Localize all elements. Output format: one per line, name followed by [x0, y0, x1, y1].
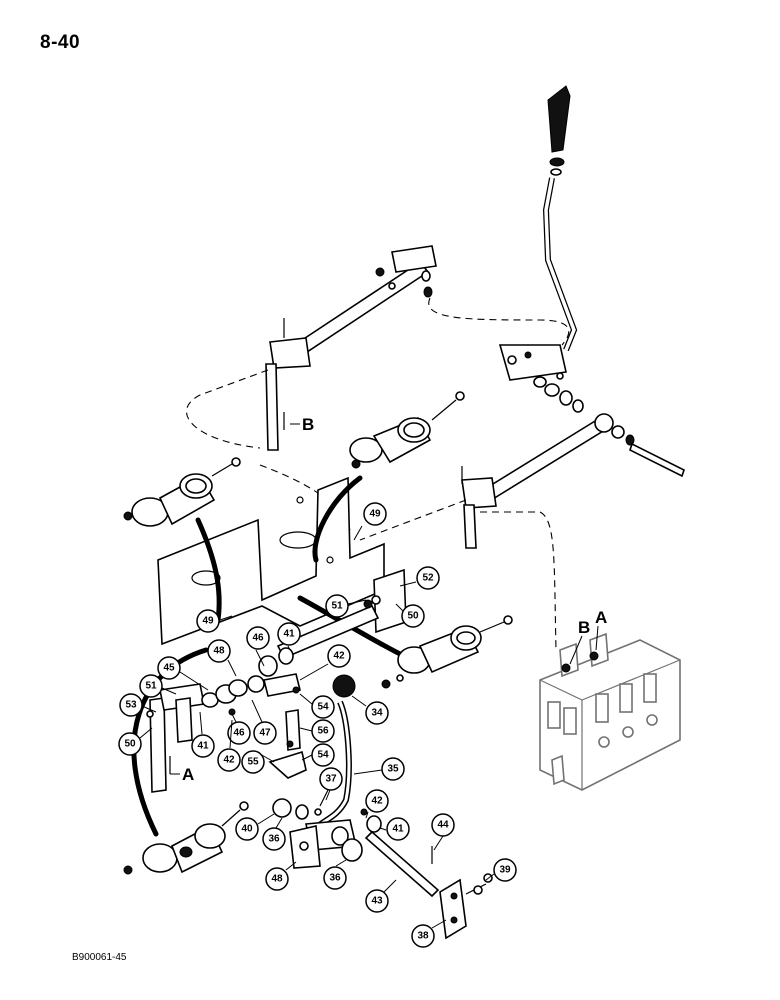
pivot-bracket-lower-left	[123, 801, 249, 875]
svg-text:49: 49	[369, 509, 381, 520]
valve-spool-a	[589, 651, 599, 661]
svg-text:51: 51	[145, 681, 157, 692]
callout-42-upper: 42	[299, 644, 351, 681]
callout-51-lower: 51	[139, 674, 177, 698]
svg-text:48: 48	[271, 874, 283, 885]
callout-41-upper: 41	[277, 622, 301, 651]
svg-text:46: 46	[252, 633, 264, 644]
svg-text:54: 54	[317, 702, 329, 713]
pivot-bracket-lower-right	[381, 615, 513, 689]
svg-text:50: 50	[124, 739, 136, 750]
callout-40: 40	[235, 813, 275, 841]
callout-54-lower: 54	[301, 743, 335, 767]
upper-left-cross-shaft	[265, 245, 437, 451]
callout-43: 43	[365, 879, 397, 913]
reference-code: B900061-45	[72, 952, 127, 963]
dashed-leader-upper	[428, 297, 570, 346]
callout-37: 37	[319, 767, 343, 801]
lower-bracket-assembly	[272, 798, 440, 898]
dashed-leader-mid	[259, 464, 467, 541]
callout-50-upper: 50	[395, 603, 425, 628]
pivot-bracket-upper-left	[123, 457, 241, 527]
callout-42-lower-right: 42	[365, 789, 389, 819]
letter-label: A	[595, 608, 607, 627]
callout-49-upper: 49	[353, 502, 387, 541]
callout-38: 38	[411, 919, 447, 948]
svg-text:42: 42	[333, 651, 345, 662]
svg-text:41: 41	[283, 629, 295, 640]
callout-55: 55	[241, 750, 275, 774]
callout-54-upper: 54	[299, 693, 335, 719]
callout-34: 34	[351, 695, 389, 725]
callout-45: 45	[157, 656, 209, 691]
hose-upper-left	[195, 517, 222, 623]
knob-ball	[332, 674, 356, 698]
shift-lever-assembly	[498, 85, 584, 413]
svg-text:35: 35	[387, 764, 399, 775]
svg-text:34: 34	[371, 708, 383, 719]
lower-mount-plate	[439, 873, 493, 940]
svg-text:51: 51	[331, 601, 343, 612]
lower-left-linkage	[146, 675, 265, 793]
pivot-bracket-upper-right	[349, 391, 465, 469]
callout-46-lower: 46	[227, 713, 251, 745]
svg-text:46: 46	[233, 728, 245, 739]
hose-upper-mid	[312, 475, 363, 563]
callout-41-lower-left: 41	[191, 711, 215, 758]
svg-text:36: 36	[268, 834, 280, 845]
hose-mid-right	[297, 595, 407, 659]
center-shaft	[258, 595, 381, 677]
letter-label: B	[578, 618, 590, 637]
callout-50-lower: 50	[118, 727, 153, 756]
svg-text:42: 42	[223, 755, 235, 766]
svg-text:50: 50	[407, 611, 419, 622]
callout-51-upper: 51	[325, 594, 367, 618]
svg-text:45: 45	[163, 663, 175, 674]
callout-52: 52	[399, 566, 440, 590]
svg-text:41: 41	[197, 741, 209, 752]
callout-42-lower-left: 42	[217, 719, 241, 772]
svg-text:53: 53	[125, 700, 137, 711]
callout-48-lower: 48	[265, 861, 297, 891]
svg-text:42: 42	[371, 796, 383, 807]
svg-text:47: 47	[259, 728, 271, 739]
callout-41-lower-right: 41	[379, 817, 410, 841]
hose-lower-left	[131, 647, 209, 837]
callout-35: 35	[353, 757, 405, 781]
svg-text:44: 44	[437, 820, 449, 831]
svg-text:56: 56	[317, 726, 329, 737]
svg-text:54: 54	[317, 750, 329, 761]
svg-text:41: 41	[392, 824, 404, 835]
dashed-leader-left	[186, 369, 269, 449]
callout-44: 44	[431, 813, 455, 851]
callout-47: 47	[251, 699, 277, 745]
callout-53: 53	[119, 693, 157, 717]
svg-text:36: 36	[329, 873, 341, 884]
svg-text:52: 52	[422, 573, 434, 584]
upper-cross-shaft	[461, 413, 685, 549]
svg-text:40: 40	[241, 824, 253, 835]
svg-text:37: 37	[325, 774, 337, 785]
callout-48-upper: 48	[207, 639, 237, 677]
svg-text:49: 49	[202, 616, 214, 627]
svg-text:38: 38	[417, 931, 429, 942]
svg-text:43: 43	[371, 896, 383, 907]
callout-56: 56	[299, 719, 335, 743]
callout-39: 39	[485, 858, 517, 882]
svg-text:55: 55	[247, 757, 259, 768]
dashed-leader-valve	[480, 511, 557, 651]
valve-spool-b	[561, 663, 571, 673]
page-number: 8-40	[40, 32, 81, 53]
callout-36-right: 36	[323, 859, 347, 890]
control-valve	[539, 632, 681, 791]
svg-text:39: 39	[499, 865, 511, 876]
svg-text:48: 48	[213, 646, 225, 657]
callout-46-upper: 46	[246, 626, 270, 667]
callout-36-left: 36	[262, 817, 286, 851]
letter-label: A	[182, 765, 194, 784]
callout-49-lower: 49	[196, 609, 233, 633]
letter-label: B	[302, 415, 314, 434]
